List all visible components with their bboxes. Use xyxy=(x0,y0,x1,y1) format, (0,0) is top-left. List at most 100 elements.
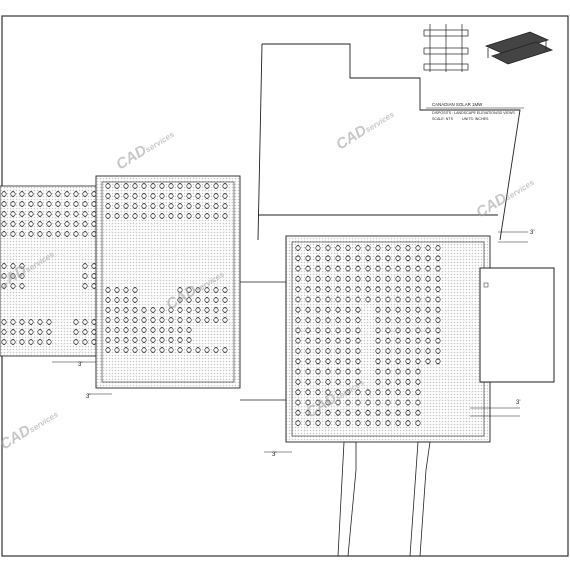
center-array-block xyxy=(95,175,241,389)
panel-node xyxy=(395,327,401,333)
panel-node xyxy=(91,273,97,279)
panel-node xyxy=(10,339,16,345)
panel-node xyxy=(395,389,401,395)
panel-node xyxy=(345,389,351,395)
panel-node xyxy=(168,213,174,219)
panel-node xyxy=(305,317,311,323)
panel-node xyxy=(28,329,34,335)
panel-node xyxy=(375,276,381,282)
panel-node xyxy=(213,193,219,199)
panel-node xyxy=(213,297,219,303)
panel-node xyxy=(335,369,341,375)
panel-node xyxy=(141,193,147,199)
panel-node xyxy=(168,347,174,353)
panel-node xyxy=(186,307,192,313)
panel-node xyxy=(1,221,7,227)
panel-node xyxy=(1,211,7,217)
panel-node xyxy=(141,337,147,343)
panel-node xyxy=(305,245,311,251)
panel-node xyxy=(37,329,43,335)
panel-node xyxy=(82,329,88,335)
panel-node xyxy=(415,317,421,323)
panel-node xyxy=(168,183,174,189)
panel-node xyxy=(335,245,341,251)
panel-node xyxy=(1,231,7,237)
panel-node xyxy=(64,221,70,227)
panel-node xyxy=(335,348,341,354)
panel-node xyxy=(425,286,431,292)
panel-node xyxy=(435,307,441,313)
panel-node xyxy=(385,296,391,303)
panel-node xyxy=(82,283,88,289)
panel-node xyxy=(335,317,341,323)
panel-node xyxy=(385,307,391,313)
panel-node xyxy=(195,213,201,219)
panel-node xyxy=(82,211,88,217)
panel-node xyxy=(19,329,25,335)
panel-node xyxy=(345,245,351,251)
panel-node xyxy=(177,347,183,353)
panel-node xyxy=(105,183,111,189)
panel-node xyxy=(204,193,210,199)
panel-node xyxy=(355,348,361,354)
panel-node xyxy=(177,337,183,343)
panel-node xyxy=(186,347,192,353)
panel-node xyxy=(195,347,201,353)
panel-node xyxy=(425,317,431,323)
panel-node xyxy=(355,327,361,333)
panel-node xyxy=(365,266,371,272)
panel-node xyxy=(141,307,147,313)
panel-node xyxy=(46,201,52,207)
panel-node xyxy=(195,317,201,323)
panel-node xyxy=(395,317,401,323)
panel-node xyxy=(186,193,192,199)
panel-node xyxy=(195,307,201,313)
panel-node xyxy=(405,399,411,406)
panel-node xyxy=(159,203,165,209)
panel-node xyxy=(105,327,111,333)
panel-node xyxy=(385,255,391,261)
panel-node xyxy=(10,201,16,207)
panel-node xyxy=(435,317,441,323)
panel-node xyxy=(37,319,43,325)
panel-node xyxy=(355,276,361,282)
panel-node xyxy=(415,276,421,282)
panel-node xyxy=(345,255,351,261)
panel-node xyxy=(415,369,421,375)
panel-node xyxy=(150,213,156,219)
panel-node xyxy=(295,358,301,364)
panel-node xyxy=(91,211,97,217)
panel-node xyxy=(315,369,321,375)
panel-node xyxy=(335,327,341,333)
panel-node xyxy=(355,245,361,251)
panel-node xyxy=(82,191,88,197)
panel-node xyxy=(345,348,351,354)
panel-node xyxy=(405,348,411,354)
panel-node xyxy=(365,286,371,292)
panel-node xyxy=(105,307,111,313)
panel-node xyxy=(177,287,183,293)
panel-node xyxy=(82,231,88,237)
panel-node xyxy=(335,296,341,303)
panel-node xyxy=(91,339,97,345)
panel-node xyxy=(73,231,79,237)
panel-node xyxy=(355,399,361,406)
panel-node xyxy=(305,296,311,303)
title-line-1: CANADIAN SOLAR 1MW xyxy=(432,102,483,107)
panel-node xyxy=(305,420,311,426)
panel-node xyxy=(315,420,321,426)
panel-node xyxy=(28,231,34,237)
panel-node xyxy=(19,319,25,325)
panel-node xyxy=(335,379,341,385)
panel-node xyxy=(325,369,331,375)
panel-node xyxy=(177,327,183,333)
panel-node xyxy=(395,255,401,261)
panel-node xyxy=(415,399,421,406)
panel-node xyxy=(19,211,25,217)
panel-node xyxy=(123,327,129,333)
panel-node xyxy=(355,266,361,272)
dimension-label-bottom-right: 3' xyxy=(516,400,520,406)
panel-node xyxy=(141,213,147,219)
panel-node xyxy=(395,276,401,282)
